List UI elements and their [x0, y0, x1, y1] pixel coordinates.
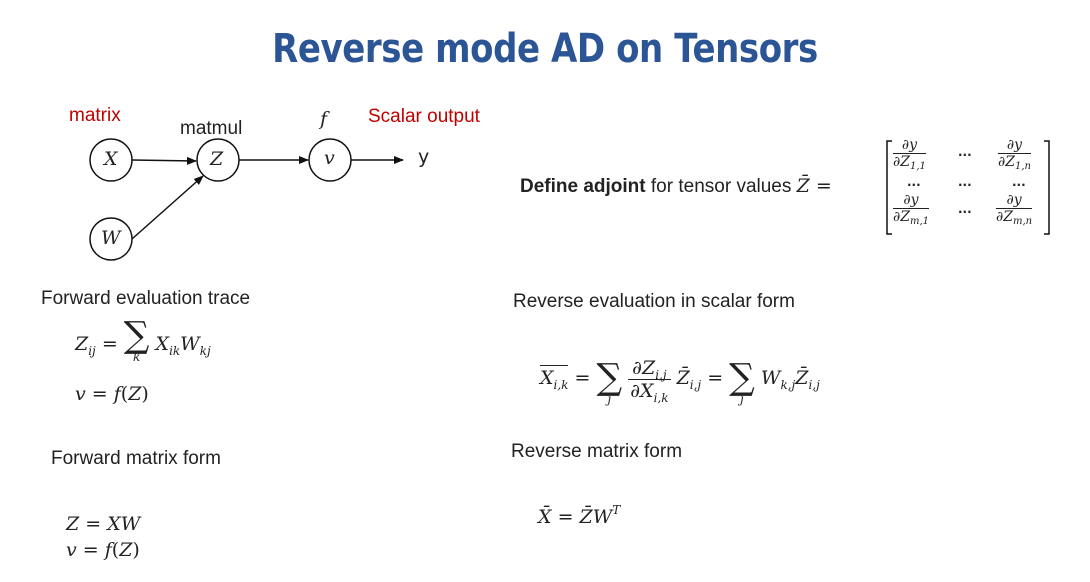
- matrix-dots-row-m: ···: [958, 205, 972, 219]
- matmul-label: matmul: [180, 118, 243, 139]
- node-w-label: W: [101, 227, 121, 249]
- adjoint-definition: Define adjoint for tensor values Z̄ =: [520, 175, 832, 197]
- adjoint-rest: for tensor values: [650, 176, 792, 197]
- matrix-cell-m1: ∂y∂Zm,1: [893, 192, 929, 227]
- slide-title: Reverse mode AD on Tensors: [272, 26, 818, 72]
- forward-trace-eq1: Zij = ∑ k XikWkj: [75, 315, 211, 365]
- matrix-right-bracket: [1044, 140, 1050, 235]
- f-label: f: [320, 108, 328, 130]
- adjoint-bold: Define adjoint: [520, 176, 646, 197]
- matrix-cell-mn: ∂y∂Zm,n: [996, 192, 1033, 227]
- node-x-label: X: [104, 148, 118, 170]
- reverse-matrix-heading: Reverse matrix form: [511, 441, 683, 462]
- forward-matrix-eq2: v = f(Z): [66, 539, 140, 561]
- forward-trace-eq2: v = f(Z): [75, 383, 149, 405]
- forward-trace-heading: Forward evaluation trace: [41, 288, 251, 309]
- matrix-cell-11: ∂y∂Z1,1: [893, 137, 926, 172]
- scalar-output-label: Scalar output: [368, 106, 480, 127]
- reverse-scalar-heading: Reverse evaluation in scalar form: [513, 291, 795, 312]
- matrix-dots-mid-center: ···: [958, 178, 972, 192]
- reverse-matrix-eq: X̄ = Z̄WT: [538, 503, 621, 528]
- matrix-cell-1n: ∂y∂Z1,n: [998, 137, 1031, 172]
- matrix-label: matrix: [69, 105, 121, 126]
- matrix-dots-row1: ···: [958, 148, 972, 162]
- node-v-label: v: [324, 147, 335, 169]
- matrix-left-bracket: [886, 140, 892, 235]
- matrix-dots-mid-right: ···: [1012, 178, 1026, 192]
- forward-matrix-heading: Forward matrix form: [51, 448, 221, 469]
- forward-matrix-eq1: Z = XW: [66, 513, 141, 535]
- node-z-label: Z: [210, 148, 224, 170]
- edge-w-z: [131, 175, 204, 240]
- matrix-dots-mid-left: ···: [907, 178, 921, 192]
- edge-x-z: [131, 156, 197, 165]
- reverse-scalar-eq: Xi,k = ∑ j ∂Zi,j∂Xi,k Z̄i,j = ∑ j Wk,jZ̄…: [540, 356, 820, 406]
- output-y-label: y: [418, 146, 430, 168]
